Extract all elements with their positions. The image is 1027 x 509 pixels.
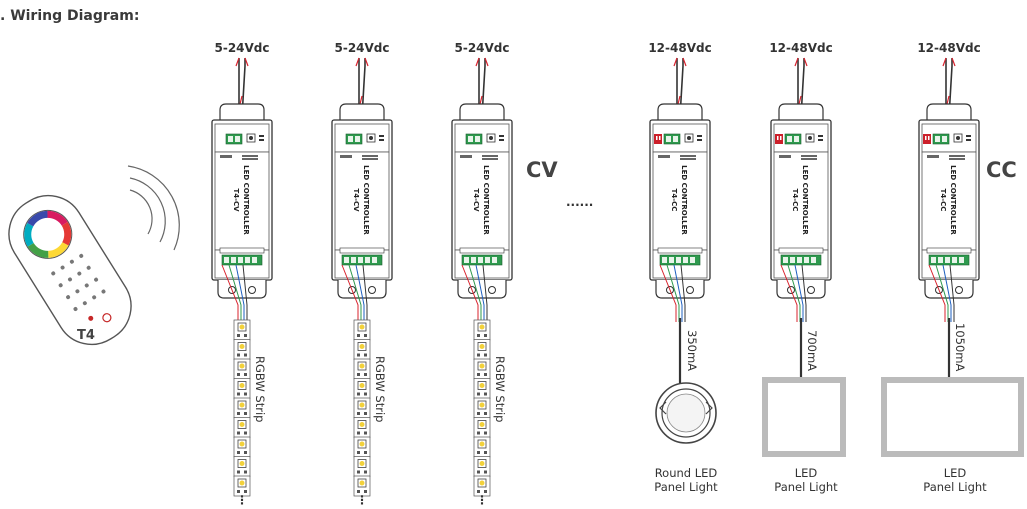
strips-group: RGBW Strip ⋮ RGBW Strip ⋮ RGBW Strip ⋮ (233, 319, 507, 507)
led-strip-icon: RGBW Strip ⋮ (353, 319, 387, 507)
voltage-label: 5-24Vdc (334, 41, 389, 55)
cc-label: CC (986, 158, 1017, 182)
controller-model: T4-CV (352, 188, 360, 212)
strip-continuation-dots: ⋮ (356, 493, 368, 507)
round-panel-light-icon (655, 382, 717, 444)
controller-model: T4-CV (472, 188, 480, 212)
controller-title: LED CONTROLLER (362, 165, 370, 235)
current-label: 350mA (685, 330, 699, 371)
strip-label: RGBW Strip (493, 356, 507, 422)
current-label: 1050mA (953, 323, 967, 371)
controller-title: LED CONTROLLER (482, 165, 490, 235)
voltage-label: 12-48Vdc (769, 41, 832, 55)
strip-continuation-dots: ⋮ (476, 493, 488, 507)
square-panel-light-icon (881, 377, 1024, 457)
voltage-label: 12-48Vdc (917, 41, 980, 55)
controller-title: LED CONTROLLER (242, 165, 250, 235)
strip-continuation-dots: ⋮ (236, 493, 248, 507)
wireless-signal-icon (127, 165, 180, 251)
strip-label: RGBW Strip (373, 356, 387, 422)
voltage-label: 5-24Vdc (214, 41, 269, 55)
led-strip-icon: RGBW Strip ⋮ (473, 319, 507, 507)
voltage-label: 5-24Vdc (454, 41, 509, 55)
strip-label: RGBW Strip (253, 356, 267, 422)
load-label-line1: LED (944, 466, 967, 480)
controller-model: T4-CV (232, 188, 240, 212)
controller-title: LED CONTROLLER (949, 165, 957, 235)
load-label-line2: Panel Light (774, 480, 838, 494)
load-label-line2: Panel Light (923, 480, 987, 494)
ellipsis: ...... (566, 195, 593, 209)
square-panel-light-icon (762, 377, 846, 457)
remote-label: T4 (77, 328, 95, 343)
current-label: 700mA (805, 330, 819, 371)
led-strip-icon: RGBW Strip ⋮ (233, 319, 267, 507)
controller-model: T4-CC (939, 189, 947, 212)
controller-title: LED CONTROLLER (801, 165, 809, 235)
load-label-line2: Panel Light (654, 480, 718, 494)
controller-model: T4-CC (670, 189, 678, 212)
cv-label: CV (526, 158, 558, 182)
controller-model: T4-CC (791, 189, 799, 212)
voltage-label: 12-48Vdc (648, 41, 711, 55)
controller-title: LED CONTROLLER (680, 165, 688, 235)
load-label-line1: LED (795, 466, 818, 480)
load-label-line1: Round LED (655, 466, 718, 480)
loads-group (655, 318, 1024, 457)
remote-control-icon (8, 194, 132, 346)
diagram-heading: . Wiring Diagram: (0, 8, 139, 24)
